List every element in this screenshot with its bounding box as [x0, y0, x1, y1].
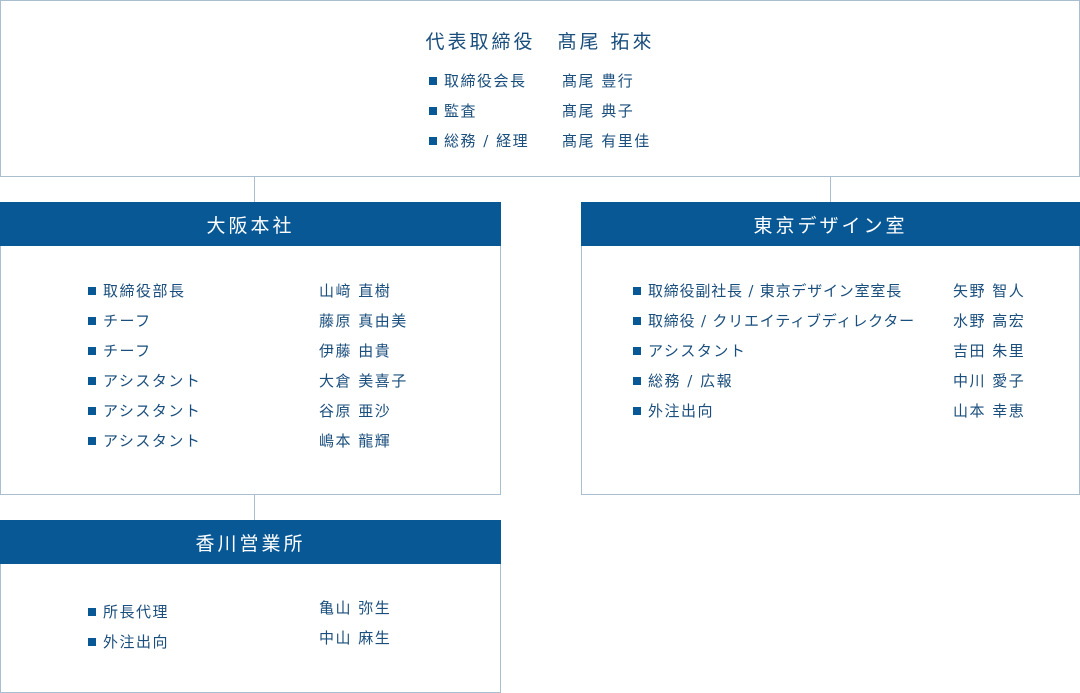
member-row: アシスタント 嶋本 龍輝 — [88, 429, 390, 453]
member-role: 監査 — [444, 102, 478, 120]
member-name: 山本 幸恵 — [953, 402, 1026, 420]
member-role: アシスタント — [103, 372, 202, 390]
bullet-icon — [88, 407, 96, 415]
executive-title-name: 髙尾 拓來 — [557, 31, 655, 53]
member-row: 取締役部長 山﨑 直樹 — [88, 279, 390, 303]
kagawa-office-box: 香川営業所 所長代理 亀山 弥生 外注出向 中山 麻生 — [0, 520, 501, 693]
connector-top-tokyo — [830, 177, 831, 202]
member-row: チーフ 伊藤 由貴 — [88, 339, 390, 363]
bullet-icon — [633, 407, 641, 415]
member-name: 藤原 真由美 — [319, 312, 408, 330]
member-role: 取締役部長 — [103, 282, 186, 300]
member-name: 矢野 智人 — [953, 282, 1026, 300]
bullet-icon — [88, 347, 96, 355]
bullet-icon — [633, 347, 641, 355]
member-role: アシスタント — [103, 402, 202, 420]
bullet-icon — [88, 317, 96, 325]
member-row: アシスタント 吉田 朱里 — [633, 339, 1024, 363]
member-role: 外注出向 — [103, 633, 170, 651]
member-name: 水野 高宏 — [953, 312, 1026, 330]
member-row: 総務 / 経理 髙尾 有里佳 — [429, 129, 649, 153]
tokyo-office-title: 東京デザイン室 — [581, 202, 1080, 246]
bullet-icon — [429, 137, 437, 145]
member-row: 所長代理 亀山 弥生 — [88, 599, 390, 624]
member-role: 総務 / 広報 — [648, 372, 734, 390]
member-name: 嶋本 龍輝 — [319, 432, 392, 450]
executive-title-role: 代表取締役 — [425, 31, 536, 53]
member-role: アシスタント — [103, 432, 202, 450]
bullet-icon — [88, 608, 96, 616]
member-name: 山﨑 直樹 — [319, 282, 392, 300]
member-name: 大倉 美喜子 — [319, 372, 408, 390]
kagawa-office-title: 香川営業所 — [0, 520, 501, 564]
member-role: 取締役副社長 / 東京デザイン室室長 — [648, 282, 902, 300]
member-name: 髙尾 有里佳 — [562, 132, 651, 150]
member-row: 監査 髙尾 典子 — [429, 99, 633, 123]
member-role: アシスタント — [648, 342, 747, 360]
member-role: 取締役 / クリエイティブディレクター — [648, 312, 915, 330]
bullet-icon — [429, 77, 437, 85]
member-name: 中山 麻生 — [319, 629, 392, 647]
member-name: 髙尾 豊行 — [562, 72, 635, 90]
member-row: 取締役会長 髙尾 豊行 — [429, 69, 633, 93]
member-row: 外注出向 中山 麻生 — [88, 629, 390, 654]
bullet-icon — [633, 317, 641, 325]
member-role: 外注出向 — [648, 402, 715, 420]
member-role: 取締役会長 — [444, 72, 527, 90]
member-role: チーフ — [103, 342, 152, 360]
member-name: 髙尾 典子 — [562, 102, 635, 120]
member-role: 所長代理 — [103, 603, 170, 621]
member-row: 取締役 / クリエイティブディレクター 水野 高宏 — [633, 309, 1024, 333]
bullet-icon — [88, 287, 96, 295]
executive-title: 代表取締役髙尾 拓來 — [1, 27, 1079, 54]
member-name: 中川 愛子 — [953, 372, 1026, 390]
executive-box: 代表取締役髙尾 拓來 取締役会長 髙尾 豊行 監査 髙尾 典子 総務 / 経理 … — [0, 0, 1080, 177]
member-row: アシスタント 谷原 亜沙 — [88, 399, 390, 423]
connector-top-osaka — [254, 177, 255, 202]
member-row: アシスタント 大倉 美喜子 — [88, 369, 406, 393]
bullet-icon — [633, 377, 641, 385]
member-name: 吉田 朱里 — [953, 342, 1026, 360]
osaka-office-box: 大阪本社 取締役部長 山﨑 直樹 チーフ 藤原 真由美 チーフ 伊藤 由貴 アシ… — [0, 202, 501, 495]
member-row: 取締役副社長 / 東京デザイン室室長 矢野 智人 — [633, 279, 1024, 303]
member-row: 総務 / 広報 中川 愛子 — [633, 369, 1024, 393]
member-name: 伊藤 由貴 — [319, 342, 392, 360]
bullet-icon — [88, 377, 96, 385]
member-role: チーフ — [103, 312, 152, 330]
member-name: 亀山 弥生 — [319, 599, 392, 617]
member-row: 外注出向 山本 幸恵 — [633, 399, 1024, 423]
member-row: チーフ 藤原 真由美 — [88, 309, 406, 333]
bullet-icon — [633, 287, 641, 295]
member-role: 総務 / 経理 — [444, 132, 530, 150]
tokyo-office-box: 東京デザイン室 取締役副社長 / 東京デザイン室室長 矢野 智人 取締役 / ク… — [581, 202, 1080, 495]
member-name: 谷原 亜沙 — [319, 402, 392, 420]
connector-osaka-kagawa — [254, 495, 255, 520]
bullet-icon — [88, 638, 96, 646]
bullet-icon — [88, 437, 96, 445]
osaka-office-title: 大阪本社 — [0, 202, 501, 246]
bullet-icon — [429, 107, 437, 115]
